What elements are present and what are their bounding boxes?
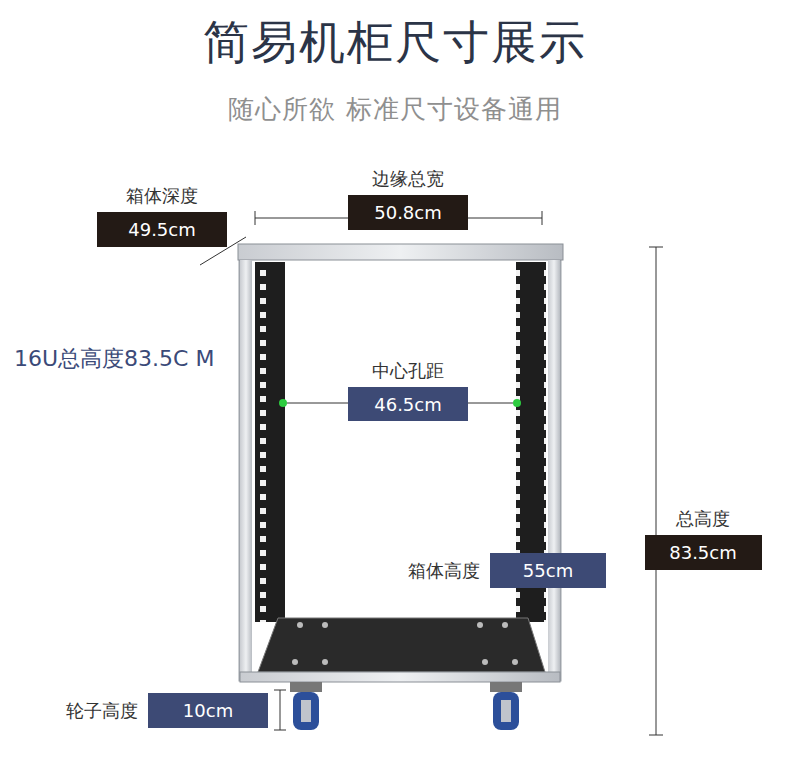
dimension-box: 箱体高度55cm bbox=[490, 553, 606, 588]
hole-marker bbox=[279, 399, 287, 407]
caster-wheel bbox=[290, 682, 322, 730]
dimension-value: 46.5cm bbox=[374, 394, 442, 415]
dimension-value: 49.5cm bbox=[128, 219, 196, 240]
dimension-value: 10cm bbox=[183, 700, 233, 721]
dimension-box: 总高度83.5cm bbox=[645, 535, 762, 570]
dimension-lines bbox=[200, 211, 663, 735]
dimension-box: 中心孔距46.5cm bbox=[348, 387, 468, 421]
side-edge bbox=[240, 260, 252, 675]
dimension-value: 55cm bbox=[523, 560, 573, 581]
plate-screws bbox=[292, 622, 518, 665]
rack-rail bbox=[255, 262, 285, 622]
bottom-edge bbox=[240, 672, 560, 682]
dimension-box: 轮子高度10cm bbox=[148, 693, 268, 728]
dimension-heading: 中心孔距 bbox=[372, 359, 444, 383]
subtitle: 随心所欲 标准尺寸设备通用 bbox=[0, 92, 790, 127]
height-note: 16U总高度83.5C M bbox=[14, 344, 214, 374]
top-plate bbox=[238, 244, 563, 260]
dimension-value: 50.8cm bbox=[374, 202, 442, 223]
dimension-heading: 总高度 bbox=[676, 507, 730, 531]
case-frame bbox=[240, 250, 560, 680]
bottom-plate bbox=[258, 618, 545, 672]
dimension-value: 83.5cm bbox=[669, 542, 737, 563]
hole-marker bbox=[513, 399, 521, 407]
dimension-heading: 边缘总宽 bbox=[372, 167, 444, 191]
title: 简易机柜尺寸展示 bbox=[0, 12, 790, 74]
dimension-box: 箱体深度49.5cm bbox=[97, 212, 227, 247]
side-edge bbox=[548, 260, 560, 675]
dimension-heading: 箱体高度 bbox=[408, 559, 480, 583]
dimension-heading: 箱体深度 bbox=[126, 184, 198, 208]
dimension-heading: 轮子高度 bbox=[66, 699, 138, 723]
dimension-box: 边缘总宽50.8cm bbox=[348, 195, 468, 230]
caster-wheel bbox=[490, 682, 522, 730]
